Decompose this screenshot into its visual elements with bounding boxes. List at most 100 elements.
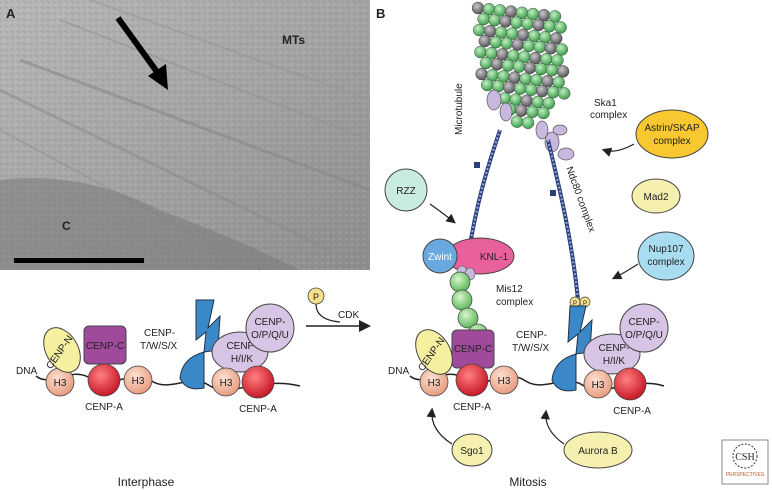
tubulin-subunit: [474, 45, 487, 59]
interphase-cenp-twsx-label: CENP-: [144, 328, 175, 339]
panel-b-letter: B: [376, 6, 385, 21]
tubulin-subunit: [554, 21, 567, 34]
tubulin-subunit: [510, 115, 524, 128]
mitosis-cenp-twsx-label-2: T/W/S/X: [512, 343, 550, 354]
tubulin-subunit: [471, 1, 485, 15]
tubulin-subunit: [489, 36, 502, 49]
tubulin-subunit: [503, 81, 516, 94]
sgo1-protein: Sgo1: [451, 433, 493, 467]
ska1-complex: [486, 89, 575, 161]
mitosis-caption: Mitosis: [509, 475, 546, 489]
mitosis-dna-label: DNA: [388, 366, 409, 377]
sgo1-label: Sgo1: [460, 446, 484, 457]
mis12-label-2: complex: [496, 297, 533, 308]
tubulin-subunit: [525, 83, 538, 97]
scale-bar: [14, 258, 144, 263]
interphase-cenp-opqu-label: CENP-: [254, 317, 285, 328]
tubulin-subunit: [481, 78, 494, 92]
tubulin-subunit: [551, 54, 564, 67]
tubulin-subunit: [548, 10, 562, 23]
astrin-label: Astrin/SKAP: [644, 123, 699, 134]
interphase-cenp-a-label-2: CENP-A: [239, 404, 277, 415]
tubulin-subunit: [522, 39, 535, 52]
rzz-complex: RZZ: [384, 168, 428, 212]
ndc80-phospho-label-2: P: [583, 301, 587, 307]
tubulin-subunit: [536, 84, 549, 98]
tubulin-subunit: [478, 34, 491, 48]
csh-logo-text: CSH: [735, 452, 754, 463]
microtubule-lattice: [471, 1, 571, 130]
mitosis-h3-label-3: H3: [592, 380, 605, 391]
tubulin-subunit: [543, 20, 556, 33]
tubulin-subunit: [542, 96, 555, 110]
tubulin-subunit: [537, 106, 550, 120]
mts-label: MTs: [282, 33, 305, 47]
tubulin-subunit: [501, 59, 515, 72]
tubulin-subunit: [511, 38, 524, 51]
ndc80-phospho-label-1: P: [573, 301, 577, 307]
csh-logo-subtext: PERSPECTIVES: [726, 472, 765, 478]
tubulin-subunit: [500, 37, 513, 50]
tubulin-subunit: [558, 87, 571, 100]
tubulin-subunit: [512, 60, 526, 73]
tubulin-subunit: [523, 61, 537, 75]
ska1-label-2: complex: [590, 110, 627, 121]
tubulin-subunit: [544, 42, 557, 55]
tubulin-subunit: [526, 105, 539, 119]
tubulin-subunit: [490, 57, 504, 71]
mad2-label: Mad2: [643, 192, 668, 203]
tubulin-subunit: [477, 12, 490, 26]
tubulin-subunit: [514, 82, 527, 95]
aurora-b-label: Aurora B: [578, 446, 618, 457]
rzz-label: RZZ: [396, 186, 415, 197]
interphase-dna-label: DNA: [16, 366, 37, 377]
panel-a-letter: A: [6, 6, 16, 21]
knl1-label: KNL-1: [480, 252, 509, 263]
tubulin-subunit: [547, 85, 560, 99]
mitosis-h3-label-1: H3: [428, 378, 441, 389]
mitosis-cenp-opqu-label: CENP-: [628, 317, 659, 328]
interphase-cenp-c-label: CENP-C: [86, 341, 124, 352]
interphase-assembly: CENP-C H3 CENP-N H3 CENP-A CENP- T/W/S/X…: [35, 299, 301, 415]
mitosis-cenp-a-label: CENP-A: [453, 402, 491, 413]
tubulin-subunit: [475, 67, 488, 81]
tubulin-subunit: [545, 63, 559, 77]
mad2-protein: Mad2: [631, 178, 681, 214]
tubulin-subunit: [499, 15, 512, 28]
tubulin-subunit: [515, 104, 528, 117]
interphase-h3-label-1: H3: [54, 378, 67, 389]
interphase-h3-label-2: H3: [132, 376, 145, 387]
tubulin-subunit: [521, 116, 535, 130]
tubulin-subunit: [555, 43, 568, 56]
mitosis-cenp-opqu-label-2: O/P/Q/U: [625, 330, 663, 341]
astrin-skap-complex: Astrin/SKAP complex: [635, 109, 709, 159]
mitosis-cenp-c-label: CENP-C: [454, 344, 492, 355]
mitosis-cenp-hik-label: CENP-: [598, 343, 629, 354]
tubulin-subunit: [510, 16, 523, 29]
interphase-cenp-twsx-label-2: T/W/S/X: [140, 341, 178, 352]
ska1-label: Ska1: [594, 98, 617, 109]
mitosis-h3-label-2: H3: [498, 376, 511, 387]
interphase-caption: Interphase: [118, 475, 175, 489]
tubulin-subunit: [533, 40, 546, 54]
tubulin-subunit: [532, 18, 545, 32]
interphase-cenp-hik-label: CENP-: [226, 341, 257, 352]
interphase-cenp-a-label: CENP-A: [85, 402, 123, 413]
nup107-complex: Nup107 complex: [637, 231, 695, 281]
tubulin-subunit: [552, 76, 565, 89]
csh-logo: CSH PERSPECTIVES: [721, 439, 769, 485]
astrin-label-2: complex: [653, 136, 690, 147]
cdk-label: CDK: [338, 310, 359, 321]
mitosis-assembly: CENP-C H3 CENP-N H3 CENP-A CENP- T/W/S/X…: [409, 303, 669, 417]
tubulin-subunit: [488, 14, 501, 27]
zwint-label: Zwint: [428, 252, 452, 263]
em-micrograph: [0, 0, 371, 271]
cdk-transition: P CDK: [306, 287, 371, 332]
knl1-protein: KNL-1: [445, 237, 515, 275]
mitosis-cenp-twsx-label: CENP-: [516, 330, 547, 341]
aurora-b-kinase: Aurora B: [563, 431, 633, 469]
cdk-phospho-label: P: [313, 292, 319, 302]
mis12-label: Mis12: [496, 284, 523, 295]
zwint-protein: Zwint: [422, 238, 458, 274]
